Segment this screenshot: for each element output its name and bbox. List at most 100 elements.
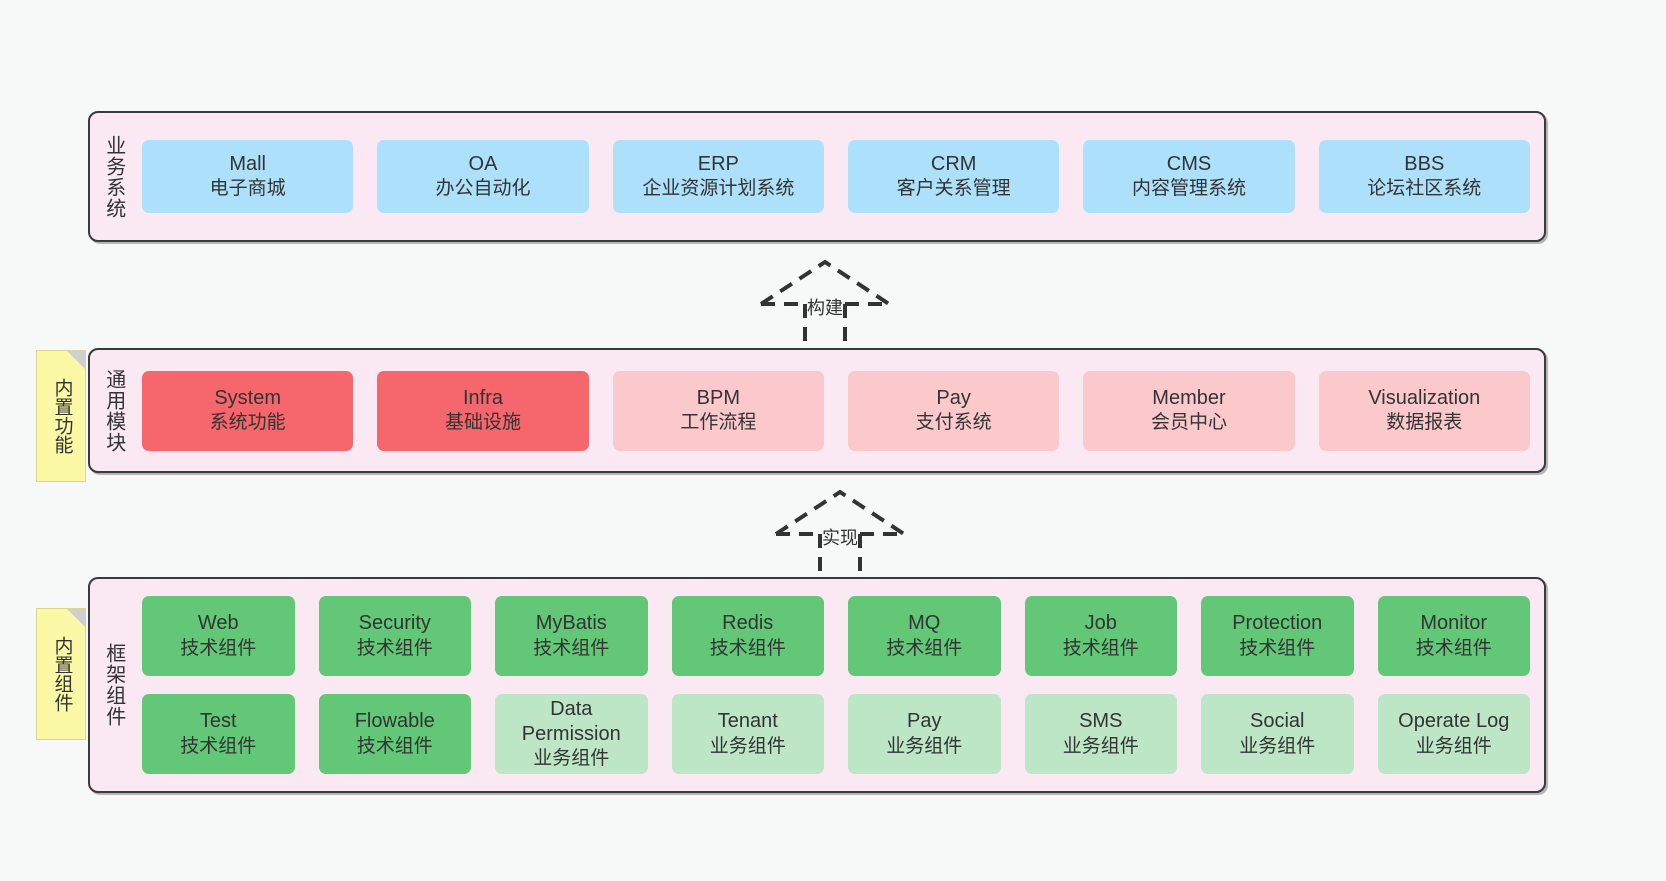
node-label-cn: 基础设施 <box>444 412 521 434</box>
node-label-en: Pay <box>907 710 942 733</box>
node-label-cn: 内容管理系统 <box>1131 178 1246 200</box>
node-row: Test 技术组件 Flowable 技术组件 Data Permission … <box>136 694 1536 774</box>
connector-label-build: 构建 <box>807 298 843 318</box>
note-label: 内置功能 <box>51 378 73 454</box>
node-label-cn: 电子商城 <box>209 178 286 200</box>
layer-business-system: 业务系统 Mall 电子商城 OA 办公自动化 ERP 企业资源计划系统 CRM… <box>88 111 1546 242</box>
node-label-en: Infra <box>462 386 503 409</box>
node-row: Mall 电子商城 OA 办公自动化 ERP 企业资源计划系统 CRM 客户关系… <box>136 140 1536 213</box>
layer-title-business-system: 业务系统 <box>102 134 125 219</box>
node-label-en: Job <box>1084 612 1117 635</box>
node-label-en: Redis <box>722 612 774 635</box>
node-operate-log[interactable]: Operate Log 业务组件 <box>1377 694 1530 774</box>
node-label-en: MQ <box>908 612 941 635</box>
node-label-cn: 客户关系管理 <box>896 178 1011 200</box>
node-data-permission[interactable]: Data Permission 业务组件 <box>495 694 648 774</box>
node-erp[interactable]: ERP 企业资源计划系统 <box>612 140 824 213</box>
node-label-en: BPM <box>696 386 740 409</box>
node-label-en: Monitor <box>1420 612 1488 635</box>
node-label-en: SMS <box>1079 710 1123 733</box>
node-pay[interactable]: Pay 支付系统 <box>847 370 1060 451</box>
node-label-cn: 企业资源计划系统 <box>642 178 795 200</box>
node-label-cn: 技术组件 <box>1239 637 1316 659</box>
node-label-cn: 技术组件 <box>533 637 610 659</box>
node-label-cn: 系统功能 <box>209 412 286 434</box>
node-label-cn: 技术组件 <box>709 637 786 659</box>
node-label-en: Pay <box>936 386 971 409</box>
node-label-cn: 技术组件 <box>356 735 433 757</box>
node-label-cn: 技术组件 <box>1062 637 1139 659</box>
layer-body-business-system: Mall 电子商城 OA 办公自动化 ERP 企业资源计划系统 CRM 客户关系… <box>136 113 1544 240</box>
layer-framework-component: 框架组件 Web 技术组件 Security 技术组件 MyBatis 技术组件… <box>88 577 1546 793</box>
node-label-cn: 办公自动化 <box>435 178 531 200</box>
node-label-cn: 工作流程 <box>680 412 757 434</box>
node-cms[interactable]: CMS 内容管理系统 <box>1083 140 1295 213</box>
node-label-en: Protection <box>1232 612 1323 635</box>
node-web[interactable]: Web 技术组件 <box>142 596 295 676</box>
node-label-cn: 业务组件 <box>1062 735 1139 757</box>
node-job[interactable]: Job 技术组件 <box>1024 596 1177 676</box>
layer-common-module: 通用模块 System 系统功能 Infra 基础设施 BPM 工作流程 Pay… <box>88 348 1546 473</box>
node-system[interactable]: System 系统功能 <box>142 370 354 451</box>
node-sms[interactable]: SMS 业务组件 <box>1024 694 1177 774</box>
node-label-cn: 业务组件 <box>1415 735 1492 757</box>
layer-body-common-module: System 系统功能 Infra 基础设施 BPM 工作流程 Pay 支付系统… <box>136 350 1544 471</box>
layer-title-common-module: 通用模块 <box>102 368 125 453</box>
node-label-cn: 业务组件 <box>1239 735 1316 757</box>
node-label-en: Data Permission <box>521 697 621 746</box>
node-label-cn: 技术组件 <box>886 637 963 659</box>
node-mybatis[interactable]: MyBatis 技术组件 <box>495 596 648 676</box>
node-label-cn: 业务组件 <box>709 735 786 757</box>
node-label-en: Tenant <box>717 710 778 733</box>
node-label-cn: 论坛社区系统 <box>1367 178 1482 200</box>
node-label-en: BBS <box>1404 152 1445 175</box>
node-tenant[interactable]: Tenant 业务组件 <box>671 694 824 774</box>
node-row: Web 技术组件 Security 技术组件 MyBatis 技术组件 Redi… <box>136 596 1536 676</box>
node-label-en: Web <box>197 612 239 635</box>
node-label-cn: 技术组件 <box>1415 637 1492 659</box>
node-label-en: Test <box>199 710 237 733</box>
node-visualization[interactable]: Visualization 数据报表 <box>1318 370 1530 451</box>
node-label-cn: 技术组件 <box>180 735 257 757</box>
node-label-cn: 会员中心 <box>1150 412 1227 434</box>
connector-label-implement: 实现 <box>822 528 858 548</box>
node-label-en: System <box>214 386 281 409</box>
note-builtin-function: 内置功能 <box>36 350 86 482</box>
node-infra[interactable]: Infra 基础设施 <box>377 370 589 451</box>
node-member[interactable]: Member 会员中心 <box>1083 370 1295 451</box>
node-label-cn: 数据报表 <box>1386 412 1463 434</box>
connector-implement: 实现 <box>750 482 930 582</box>
node-mall[interactable]: Mall 电子商城 <box>142 140 354 213</box>
node-monitor[interactable]: Monitor 技术组件 <box>1377 596 1530 676</box>
node-oa[interactable]: OA 办公自动化 <box>377 140 589 213</box>
node-redis[interactable]: Redis 技术组件 <box>671 596 824 676</box>
node-pay-business[interactable]: Pay 业务组件 <box>848 694 1001 774</box>
node-bbs[interactable]: BBS 论坛社区系统 <box>1318 140 1530 213</box>
node-label-en: Security <box>358 612 431 635</box>
node-bpm[interactable]: BPM 工作流程 <box>612 370 824 451</box>
layer-body-framework-component: Web 技术组件 Security 技术组件 MyBatis 技术组件 Redi… <box>136 579 1544 791</box>
dashed-hollow-arrow-icon <box>759 259 891 350</box>
layer-title-framework-component: 框架组件 <box>102 643 125 727</box>
node-security[interactable]: Security 技术组件 <box>318 596 471 676</box>
node-label-en: Member <box>1152 386 1226 409</box>
node-label-en: Flowable <box>354 710 435 733</box>
node-label-en: Visualization <box>1368 386 1481 409</box>
node-mq[interactable]: MQ 技术组件 <box>848 596 1001 676</box>
node-label-en: Operate Log <box>1398 710 1510 733</box>
node-label-en: Mall <box>229 152 266 175</box>
node-crm[interactable]: CRM 客户关系管理 <box>847 140 1060 213</box>
node-test[interactable]: Test 技术组件 <box>142 694 295 774</box>
dashed-hollow-arrow-icon <box>774 489 906 580</box>
note-builtin-component: 内置组件 <box>36 608 86 740</box>
node-label-en: MyBatis <box>535 612 607 635</box>
node-social[interactable]: Social 业务组件 <box>1201 694 1354 774</box>
node-protection[interactable]: Protection 技术组件 <box>1201 596 1354 676</box>
node-label-cn: 业务组件 <box>533 748 610 770</box>
node-label-en: OA <box>468 152 498 175</box>
node-label-en: CRM <box>930 152 977 175</box>
node-label-cn: 支付系统 <box>915 412 992 434</box>
node-label-en: ERP <box>697 152 739 175</box>
node-flowable[interactable]: Flowable 技术组件 <box>318 694 471 774</box>
node-label-cn: 技术组件 <box>180 637 257 659</box>
